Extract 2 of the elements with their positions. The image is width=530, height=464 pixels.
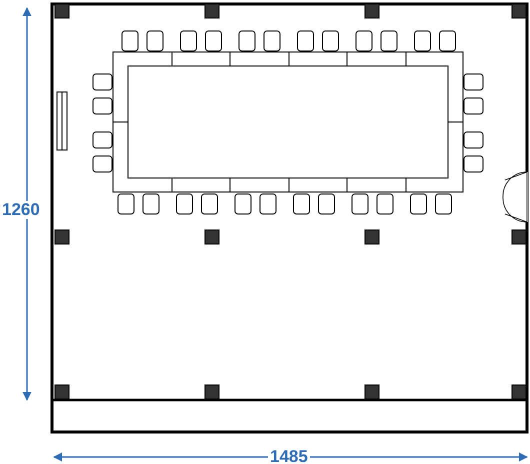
dimension-label: 1485	[268, 448, 310, 464]
dimension-label: 1260	[0, 201, 42, 219]
